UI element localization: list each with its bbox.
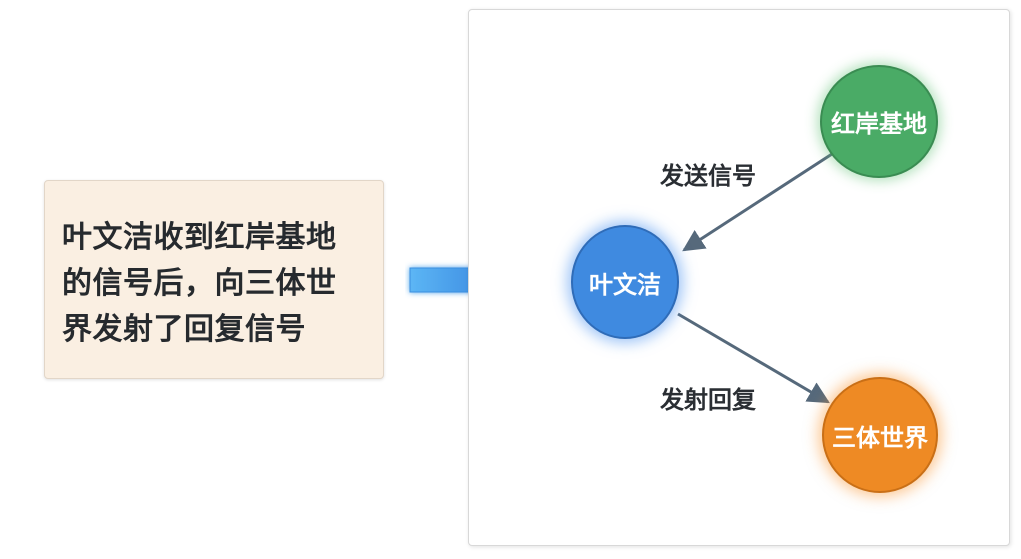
node-label: 红岸基地 (831, 110, 927, 138)
edge-send-reply (677, 312, 830, 404)
node-label: 叶文洁 (589, 270, 661, 299)
node-ye-wenjie: 叶文洁 (571, 225, 679, 339)
edge-label-send-signal: 发送信号 (660, 162, 756, 190)
edge-label-send-reply: 发射回复 (660, 386, 756, 414)
node-red-coast-base: 红岸基地 (820, 65, 938, 178)
edge-send-signal (682, 152, 833, 252)
description-box: 叶文洁收到红岸基地 的信号后，向三体世 界发射了回复信号 (44, 180, 384, 379)
node-label: 三体世界 (832, 423, 928, 452)
description-line-3: 界发射了回复信号 (62, 312, 306, 347)
description-line-1: 叶文洁收到红岸基地 (62, 220, 337, 255)
description-line-2: 的信号后，向三体世 (62, 266, 337, 301)
node-trisolaris: 三体世界 (822, 377, 938, 493)
